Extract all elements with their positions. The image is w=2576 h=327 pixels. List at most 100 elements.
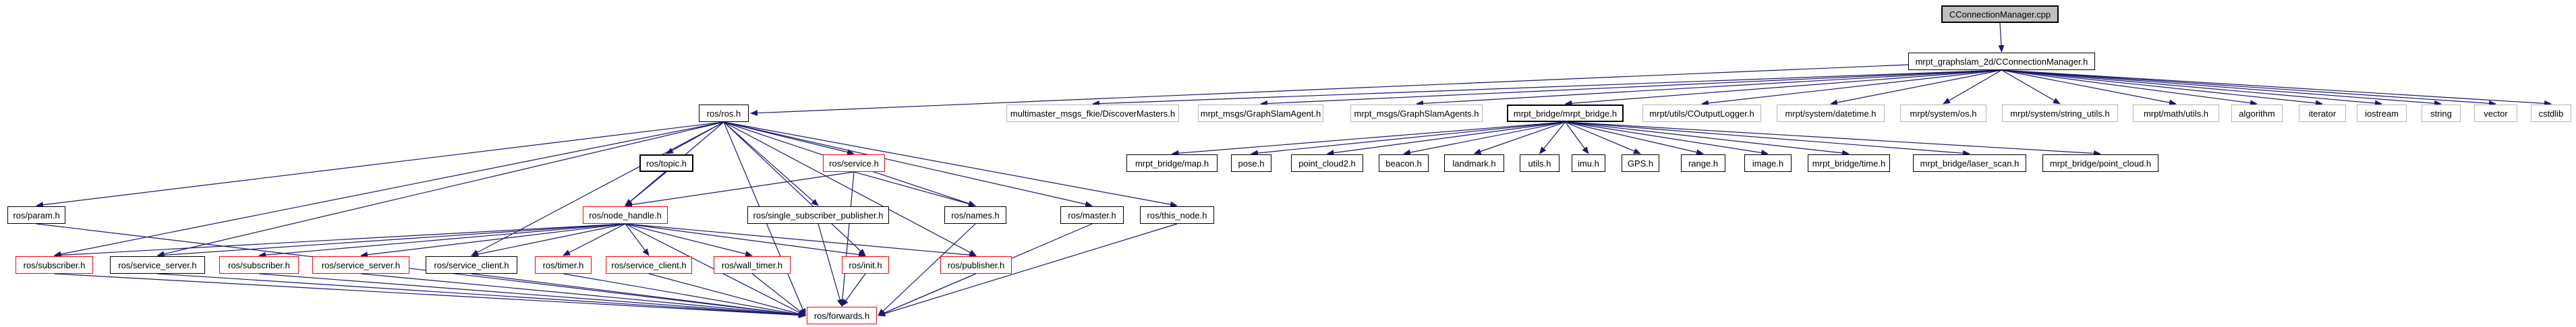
- edge-service-nh: [625, 171, 855, 208]
- graph-node-cstdlib: cstdlib: [2531, 105, 2571, 122]
- graph-node-timer[interactable]: ros/timer.h: [535, 256, 592, 274]
- edge-bridge-utils: [1539, 121, 1566, 154]
- edge-ros-sc1: [471, 121, 724, 256]
- graph-node-iostream: iostream: [2357, 105, 2407, 122]
- edge-bridge-gps: [1565, 121, 1641, 154]
- edge-root-gslam: [1998, 22, 2005, 53]
- graph-node-map[interactable]: mrpt_bridge/map.h: [1126, 154, 1218, 172]
- edge-gslam-algorithm: [2001, 69, 2258, 107]
- edge-gslam-mathutils: [2001, 69, 2177, 106]
- graph-node-strutils: mrpt/system/string_utils.h: [2002, 105, 2118, 122]
- graph-node-agents: mrpt_msgs/GraphSlamAgents.h: [1350, 105, 1483, 122]
- edge-gslam-agents: [1416, 69, 2002, 107]
- edge-ssp-forwards: [818, 223, 843, 307]
- graph-node-sc1[interactable]: ros/service_client.h: [426, 256, 517, 274]
- edge-bridge-pcloud: [1565, 121, 2101, 156]
- graph-node-param[interactable]: ros/param.h: [7, 206, 65, 224]
- graph-node-vector: vector: [2474, 105, 2517, 122]
- edge-gslam-os: [1943, 69, 2002, 105]
- graph-node-coutput: mrpt/utils/COutputLogger.h: [1642, 105, 1761, 122]
- edge-wall-forwards: [751, 273, 806, 316]
- graph-node-topic[interactable]: ros/topic.h: [639, 154, 693, 172]
- graph-node-ss1[interactable]: ros/service_server.h: [110, 256, 205, 274]
- edge-gslam-coutput: [1701, 69, 2002, 107]
- edge-thisnode-forwards: [878, 223, 1178, 317]
- graph-node-string: string: [2422, 105, 2461, 122]
- edge-ros-init: [723, 121, 866, 256]
- graph-node-service[interactable]: ros/service.h: [823, 154, 885, 172]
- edge-gslam-datetime: [1830, 69, 2002, 106]
- edge-ros-ss1: [156, 121, 724, 258]
- graph-node-pcloud[interactable]: mrpt_bridge/point_cloud.h: [2042, 154, 2158, 172]
- graph-node-ss2[interactable]: ros/service_server.h: [312, 256, 409, 274]
- graph-node-mathutils: mrpt/math/utils.h: [2133, 105, 2219, 122]
- graph-node-thisnode[interactable]: ros/this_node.h: [1140, 206, 1214, 224]
- graph-node-imu[interactable]: imu.h: [1572, 154, 1605, 172]
- edge-gslam-vector: [2001, 69, 2496, 107]
- edge-gslam-discover: [1092, 69, 2002, 107]
- graph-node-landmark[interactable]: landmark.h: [1444, 154, 1504, 172]
- graph-node-pose[interactable]: pose.h: [1231, 154, 1271, 172]
- graph-node-wall[interactable]: ros/wall_timer.h: [714, 256, 791, 274]
- graph-node-pc2[interactable]: point_cloud2.h: [1291, 154, 1363, 172]
- graph-node-discover: multimaster_msgs_fkie/DiscoverMasters.h: [1006, 105, 1179, 122]
- edge-names-forwards: [878, 223, 976, 316]
- edge-gslam-iterator: [2001, 69, 2323, 107]
- edge-ss2-forwards: [360, 273, 806, 318]
- edge-bridge-range: [1565, 121, 1704, 156]
- edge-nh-init: [625, 223, 866, 258]
- edge-bridge-pc2: [1326, 121, 1566, 156]
- edge-ros-ssp: [723, 121, 819, 206]
- edge-ros-sub1: [53, 121, 724, 258]
- edge-bridge-beacon: [1403, 121, 1566, 156]
- graph-node-gps[interactable]: GPS.h: [1622, 154, 1659, 172]
- edge-nh-sub1: [53, 223, 626, 258]
- graph-node-utils[interactable]: utils.h: [1520, 154, 1559, 172]
- graph-node-iterator: iterator: [2299, 105, 2346, 122]
- graph-node-datetime: mrpt/system/datetime.h: [1777, 105, 1885, 122]
- edge-nh-wall: [625, 223, 753, 257]
- edge-bridge-map: [1171, 121, 1566, 156]
- graph-node-names[interactable]: ros/names.h: [944, 206, 1006, 224]
- graph-node-sub2[interactable]: ros/subscriber.h: [219, 256, 299, 274]
- edge-ros-thisnode: [723, 121, 1178, 208]
- graph-node-ssp[interactable]: ros/single_subscriber_publisher.h: [747, 206, 889, 224]
- edge-gslam-iostream: [2001, 69, 2382, 107]
- graph-node-master[interactable]: ros/master.h: [1060, 206, 1124, 224]
- graph-node-image[interactable]: image.h: [1744, 154, 1792, 172]
- edge-bridge-pose: [1251, 121, 1566, 156]
- graph-node-bridge[interactable]: mrpt_bridge/mrpt_bridge.h: [1507, 105, 1624, 122]
- edge-nh-ss2: [360, 223, 626, 258]
- graph-node-init[interactable]: ros/init.h: [842, 256, 889, 274]
- edge-ros-pub: [723, 121, 977, 256]
- edge-ros-master: [723, 121, 1093, 208]
- edge-nh-timer: [563, 223, 626, 256]
- graph-node-sub1[interactable]: ros/subscriber.h: [16, 256, 93, 274]
- graph-node-forwards[interactable]: ros/forwards.h: [807, 307, 877, 324]
- edge-gslam-string: [2001, 69, 2442, 107]
- edge-pub-forwards: [878, 273, 977, 316]
- edge-nh-sc2: [625, 223, 650, 256]
- graph-node-beacon[interactable]: beacon.h: [1379, 154, 1429, 172]
- edge-topic-nh: [625, 171, 667, 206]
- edge-sc2-forwards: [648, 273, 806, 317]
- graph-node-nh[interactable]: ros/node_handle.h: [583, 206, 668, 224]
- graph-node-agent: mrpt_msgs/GraphSlamAgent.h: [1198, 105, 1323, 122]
- edge-nh-ss1: [156, 223, 626, 258]
- graph-node-root: CConnectionManager.cpp: [1941, 5, 2059, 23]
- edge-bridge-imu: [1565, 121, 1589, 154]
- edge-bridge-image: [1565, 121, 1769, 156]
- edge-gslam-cstdlib: [2001, 69, 2552, 107]
- graph-node-range[interactable]: range.h: [1681, 154, 1725, 172]
- graph-node-btime[interactable]: mrpt_bridge/time.h: [1808, 154, 1890, 172]
- edge-service-forwards: [839, 171, 855, 307]
- graph-node-laser[interactable]: mrpt_bridge/laser_scan.h: [1913, 154, 2026, 172]
- edge-ss1-forwards: [157, 273, 806, 318]
- graph-node-pub[interactable]: ros/publisher.h: [940, 256, 1012, 274]
- edge-gslam-ros: [750, 64, 1909, 117]
- graph-node-sc2[interactable]: ros/service_client.h: [606, 256, 692, 274]
- graph-node-ros[interactable]: ros/ros.h: [699, 105, 749, 122]
- graph-node-gslam[interactable]: mrpt_graphslam_2d/CConnectionManager.h: [1908, 53, 2095, 70]
